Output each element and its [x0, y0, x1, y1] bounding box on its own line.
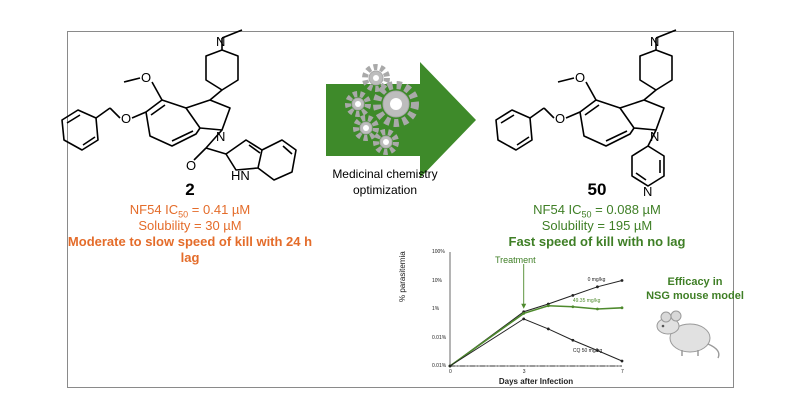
chart-y-tick-3: 0.01% — [432, 334, 447, 341]
chart-series-line-0 — [449, 280, 623, 367]
chart-point-2-0 — [448, 364, 452, 368]
atom-n-top-left: N — [216, 34, 226, 49]
atom-o-benzyl-left: O — [121, 111, 132, 126]
chart-series-label-2: CQ 50 mg/kg — [572, 348, 603, 355]
atom-n-top-right: N — [650, 34, 660, 49]
chart-series-line-2 — [449, 318, 623, 367]
compound-2-ic50-value: = 0.41 µM — [188, 202, 251, 217]
atom-n-indoline-right: N — [650, 129, 660, 144]
chart-point-0-3 — [571, 294, 575, 297]
chart-point-2-5 — [620, 359, 624, 363]
chart-point-1-2 — [546, 304, 550, 308]
efficacy-line2: NSG mouse model — [646, 290, 744, 302]
chart-point-2-2 — [546, 327, 550, 331]
compound-2-ic50-sub: 50 — [178, 209, 189, 220]
efficacy-line1: Efficacy in — [667, 276, 723, 288]
chart-xlabel: Days after Infection — [498, 377, 574, 386]
atom-n-pyridine-right: N — [643, 184, 653, 199]
compound-2-solubility: Solubility = 30 µM — [138, 218, 242, 233]
atom-o-methoxy-right: O — [575, 70, 586, 85]
chart-y-tick-2: 1% — [432, 306, 440, 312]
arrow-label-line2: optimization — [352, 183, 418, 197]
chart-series-line-1 — [449, 304, 623, 367]
compound-2-kill-line1: Moderate to slow speed of kill with 24 h — [67, 234, 313, 249]
compound-50-ic50-value: = 0.088 µM — [591, 202, 661, 217]
figure-frame — [67, 31, 734, 388]
chart-point-1-4 — [596, 307, 599, 311]
chart-point-2-3 — [571, 338, 575, 342]
chart-y-tick-1: 10% — [432, 277, 443, 284]
arrow-label-line1: Medicinal chemistry — [332, 167, 438, 181]
compound-50-kill: Fast speed of kill with no lag — [508, 234, 686, 249]
compound-2-number: 2 — [185, 180, 195, 199]
chart-y-tick-4: 0.01% — [432, 363, 447, 369]
compound-50-number: 50 — [587, 180, 607, 199]
compound-50-ic50-sub: 50 — [581, 209, 592, 220]
chart-point-1-1 — [522, 312, 526, 315]
compound-2-kill-line2: lag — [180, 250, 200, 265]
chart-x-tick-2: 7 — [621, 369, 624, 375]
atom-o-carbonyl-left: O — [186, 158, 197, 173]
chart-y-tick-0: 100% — [432, 249, 445, 255]
chart-series-label-0: 0 mg/kg — [587, 276, 606, 283]
chart-point-0-5 — [620, 279, 624, 282]
chart-point-1-3 — [571, 305, 575, 309]
atom-n-indoline-left: N — [216, 129, 226, 144]
compound-50-solubility: Solubility = 195 µM — [541, 218, 653, 233]
chart-treatment-arrowhead — [521, 303, 527, 309]
chart-series-label-1: 49.35 mg/kg — [572, 297, 601, 304]
chart-point-0-4 — [596, 285, 599, 289]
compound-2-ic50: NF54 IC50 = 0.41 µM — [130, 202, 250, 220]
chart-point-2-4 — [596, 349, 599, 352]
atom-nh-left: HN — [231, 168, 250, 183]
chart-point-1-5 — [620, 306, 624, 310]
chart-annotation-treatment: Treatment — [495, 255, 536, 265]
atom-o-methoxy-left: O — [141, 70, 152, 85]
chart-x-tick-1: 3 — [522, 369, 526, 375]
compound-50-ic50-label: NF54 IC — [533, 202, 582, 217]
n-methyl-left — [221, 29, 243, 39]
compound-50-ic50: NF54 IC50 = 0.088 µM — [533, 202, 661, 220]
atom-o-benzyl-right: O — [555, 111, 566, 126]
chart-x-tick-0: 0 — [449, 369, 452, 375]
chart-point-2-1 — [522, 317, 526, 321]
compound-2-ic50-label: NF54 IC — [129, 202, 179, 217]
